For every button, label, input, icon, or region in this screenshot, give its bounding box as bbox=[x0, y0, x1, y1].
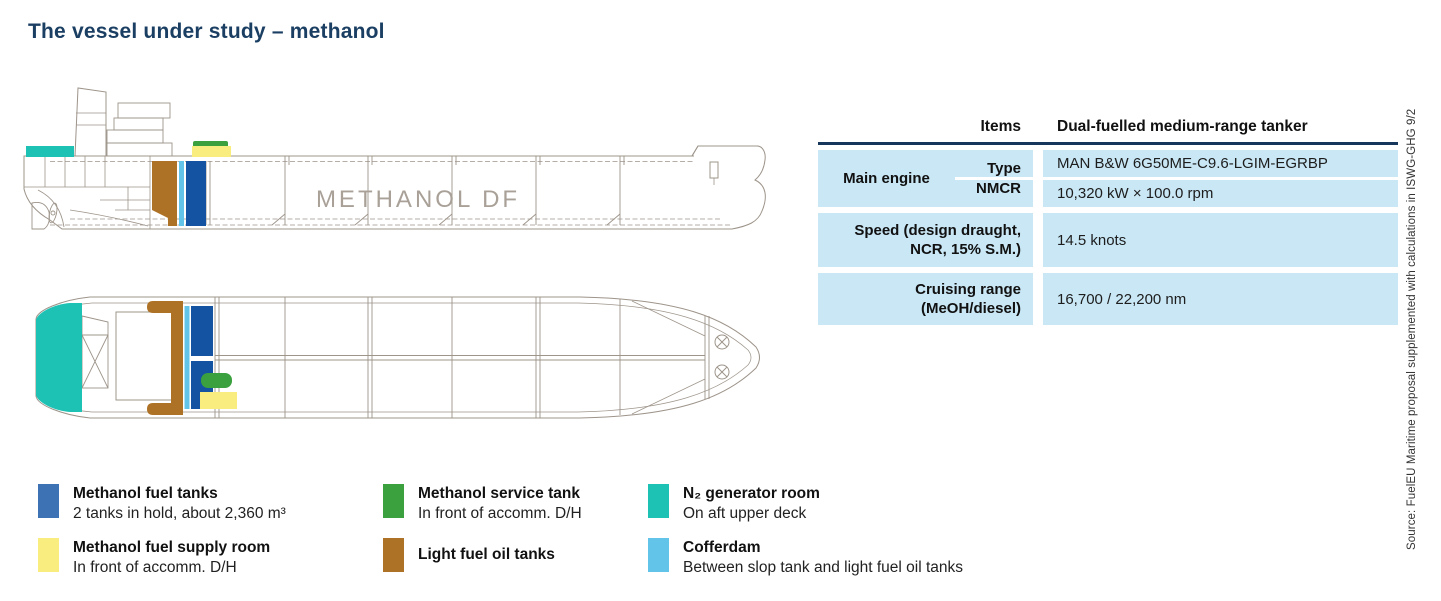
legend-subtitle: Between slop tank and light fuel oil tan… bbox=[683, 559, 964, 576]
methanol-service-tank-plan bbox=[201, 373, 232, 388]
cofferdam-shape bbox=[179, 161, 184, 226]
spec-table-header: Items Dual-fuelled medium-range tanker bbox=[818, 100, 1398, 142]
legend-item-n2-generator-room: N₂ generator room On aft upper deck bbox=[648, 484, 820, 523]
legend-item-cofferdam: Cofferdam Between slop tank and light fu… bbox=[648, 538, 963, 577]
legend-subtitle: On aft upper deck bbox=[683, 505, 807, 522]
cruising-range-value: 16,700 / 22,200 nm bbox=[1043, 273, 1398, 325]
table-row-cruising-range: Cruising range (MeOH/diesel) 16,700 / 22… bbox=[818, 273, 1398, 325]
speed-label: Speed (design draught, NCR, 15% S.M.) bbox=[854, 222, 1021, 258]
propeller-icon bbox=[37, 189, 65, 228]
light-fuel-oil-tank-shape bbox=[152, 161, 177, 226]
legend-item-light-fuel-oil-tanks: Light fuel oil tanks bbox=[383, 538, 555, 572]
legend-title: N₂ generator room bbox=[683, 485, 820, 502]
methanol-supply-room-shape bbox=[192, 146, 231, 157]
methanol-supply-room-plan bbox=[200, 392, 237, 409]
main-engine-type-label: Type bbox=[955, 160, 1033, 180]
deckhouse-plan-outline bbox=[81, 315, 109, 336]
page-title: The vessel under study – methanol bbox=[28, 20, 385, 43]
table-row-speed: Speed (design draught, NCR, 15% S.M.) 14… bbox=[818, 213, 1398, 267]
spec-table: Items Dual-fuelled medium-range tanker M… bbox=[818, 100, 1398, 331]
cofferdam-plan bbox=[184, 306, 190, 409]
main-engine-nmcr-value: 10,320 kW × 100.0 rpm bbox=[1057, 185, 1214, 202]
main-engine-group-label: Main engine bbox=[843, 170, 930, 187]
light-fuel-oil-tanks-swatch bbox=[383, 538, 404, 572]
spec-header-items: Items bbox=[980, 118, 1022, 135]
legend-title: Methanol fuel tanks bbox=[73, 485, 218, 502]
legend-item-methanol-fuel-tanks: Methanol fuel tanks 2 tanks in hold, abo… bbox=[38, 484, 286, 523]
main-engine-nmcr-label: NMCR bbox=[976, 180, 1021, 197]
accommodation-block bbox=[106, 102, 173, 157]
n2-generator-room-swatch bbox=[648, 484, 669, 518]
legend-title: Light fuel oil tanks bbox=[418, 546, 555, 563]
vessel-name-label: METHANOL DF bbox=[316, 186, 520, 213]
methanol-fuel-tanks-swatch bbox=[38, 484, 59, 518]
engine-casing-plan bbox=[115, 311, 173, 401]
legend-subtitle: In front of accomm. D/H bbox=[73, 559, 237, 576]
speed-value: 14.5 knots bbox=[1043, 213, 1398, 267]
legend-item-methanol-service-tank: Methanol service tank In front of accomm… bbox=[383, 484, 582, 523]
legend-title: Cofferdam bbox=[683, 539, 761, 556]
spec-header-value: Dual-fuelled medium-range tanker bbox=[1057, 118, 1308, 135]
methanol-fuel-tank-1-plan bbox=[191, 306, 213, 356]
cruising-range-label: Cruising range (MeOH/diesel) bbox=[915, 281, 1021, 317]
legend-subtitle: 2 tanks in hold, about 2,360 m³ bbox=[73, 505, 286, 522]
cofferdam-swatch bbox=[648, 538, 669, 572]
hull-outline bbox=[23, 145, 766, 230]
methanol-fuel-tank-shape bbox=[186, 161, 206, 226]
funnel-outline bbox=[74, 87, 107, 157]
legend-title: Methanol fuel supply room bbox=[73, 539, 271, 556]
table-row-main-engine: Main engine Type NMCR MAN B&W 6G50ME-C9.… bbox=[818, 150, 1398, 207]
n2-generator-room-plan bbox=[36, 303, 82, 412]
n2-generator-room-shape bbox=[26, 146, 74, 157]
light-fuel-oil-tanks-plan bbox=[147, 301, 183, 415]
legend-subtitle: In front of accomm. D/H bbox=[418, 505, 582, 522]
mooring-fitting-icon bbox=[714, 334, 730, 380]
methanol-service-tank-swatch bbox=[383, 484, 404, 518]
rudder-outline bbox=[31, 201, 50, 230]
main-engine-type-value: MAN B&W 6G50ME-C9.6-LGIM-EGRBP bbox=[1043, 150, 1398, 180]
vessel-top-view-diagram bbox=[35, 296, 760, 419]
vessel-side-view-diagram: METHANOL DF bbox=[23, 87, 766, 230]
methanol-fuel-supply-room-swatch bbox=[38, 538, 59, 572]
source-note: Source: FuelEU Maritime proposal supplem… bbox=[1406, 108, 1418, 551]
spec-table-rule bbox=[818, 142, 1398, 145]
hatch-crossbox bbox=[81, 334, 109, 389]
legend-item-methanol-fuel-supply-room: Methanol fuel supply room In front of ac… bbox=[38, 538, 270, 577]
legend-title: Methanol service tank bbox=[418, 485, 580, 502]
